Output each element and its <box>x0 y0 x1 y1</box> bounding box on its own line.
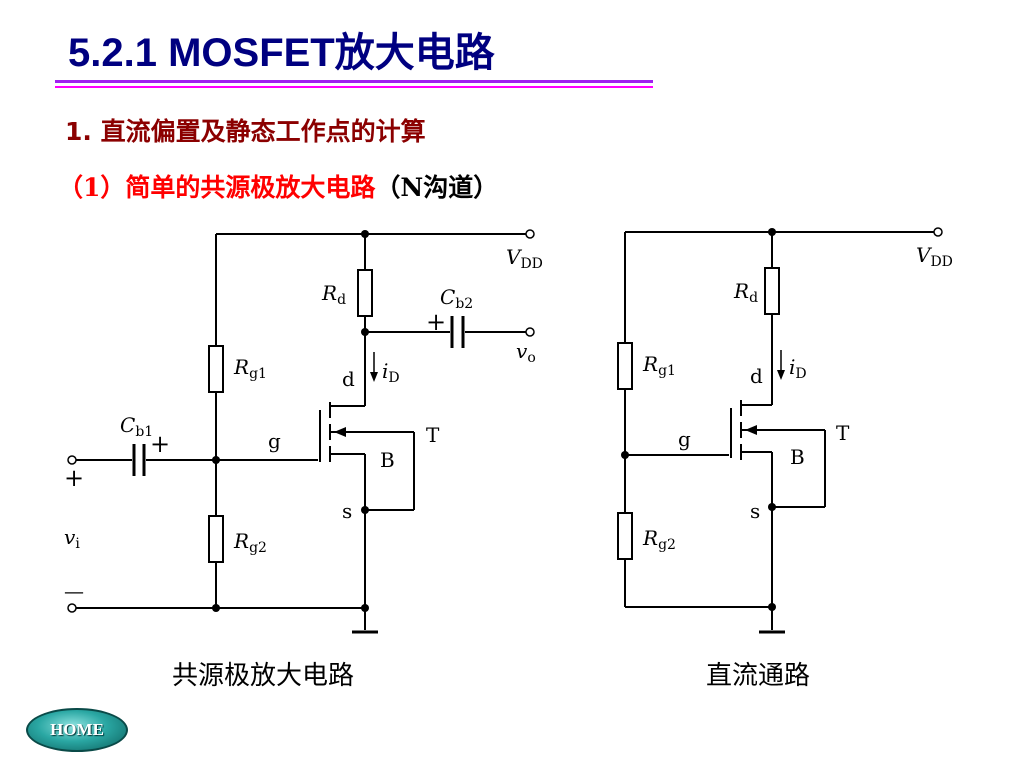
drain-label: d <box>342 367 355 391</box>
rg1-resistor <box>208 345 224 393</box>
rd-label: Rd <box>321 281 346 308</box>
title-rule-top <box>55 80 653 83</box>
body-arrow <box>334 427 346 437</box>
node-dot <box>212 604 220 612</box>
rd-label: Rd <box>733 279 758 306</box>
node-dot <box>768 503 776 511</box>
section-heading: 1. 直流偏置及静态工作点的计算 <box>65 117 426 146</box>
vdd-label: VDD <box>916 243 953 270</box>
vdd-terminal <box>525 229 535 239</box>
home-button[interactable]: HOME <box>26 708 128 752</box>
vi-plus-terminal <box>67 455 77 465</box>
dc-path-circuit <box>624 231 934 630</box>
cb1-label: Cb1 <box>120 413 153 440</box>
common-source-caption: 共源极放大电路 <box>172 661 355 691</box>
node-dot <box>361 604 369 612</box>
rg1-label: Rg1 <box>233 355 267 382</box>
vi-plus-label: + <box>64 464 84 492</box>
subsection-channel: （N沟道） <box>375 173 499 202</box>
node-dot <box>768 603 776 611</box>
dc-path-labels: VDD Rd Rg1 iD d g T B s Rg2 <box>642 243 953 553</box>
source-label: s <box>750 499 760 523</box>
node-dot <box>212 456 220 464</box>
vo-label: vo <box>516 339 536 366</box>
rd-resistor <box>764 267 780 315</box>
cb2-plus-sign: + <box>426 308 446 336</box>
cb1-plus-sign: + <box>150 430 170 458</box>
rg2-resistor <box>617 512 633 560</box>
cb2-label: Cb2 <box>440 285 473 312</box>
rg1-resistor <box>617 342 633 390</box>
title-rule-bottom <box>55 86 653 88</box>
body-arrow <box>745 425 757 435</box>
home-button-label: HOME <box>50 720 104 739</box>
rg2-resistor <box>208 515 224 563</box>
rd-resistor <box>357 269 373 317</box>
gate-label: g <box>678 427 691 451</box>
common-source-amplifier-parts <box>67 229 535 634</box>
id-arrow-head <box>370 372 378 382</box>
gate-label: g <box>268 429 281 453</box>
vi-minus-label: — <box>64 579 84 603</box>
id-arrow-head <box>777 370 785 380</box>
source-label: s <box>342 499 352 523</box>
body-label: B <box>380 448 395 472</box>
node-dot <box>768 228 776 236</box>
vdd-terminal <box>933 227 943 237</box>
subsection-title: （1）简单的共源极放大电路 <box>58 173 376 202</box>
dc-path-caption: 直流通路 <box>706 661 811 691</box>
vi-label: vi <box>64 525 80 552</box>
rg2-label: Rg2 <box>233 529 267 556</box>
common-source-amplifier-labels: VDD Rd Cb2 + vo iD d Rg1 Cb1 + g T B + s… <box>64 245 543 603</box>
vi-minus-terminal <box>67 603 77 613</box>
node-dot <box>621 451 629 459</box>
slide-title: 5.2.1 MOSFET放大电路 <box>68 31 495 75</box>
subsection-heading: （1）简单的共源极放大电路（N沟道） <box>58 168 498 204</box>
node-dot <box>361 506 369 514</box>
drain-label: d <box>750 364 763 388</box>
id-label: iD <box>382 359 400 386</box>
vo-terminal <box>525 327 535 337</box>
rg1-label: Rg1 <box>642 352 676 379</box>
transistor-label: T <box>426 423 440 447</box>
node-dot <box>361 328 369 336</box>
dc-path-parts <box>617 227 943 634</box>
vdd-label: VDD <box>506 245 543 272</box>
transistor-label: T <box>836 421 850 445</box>
id-label: iD <box>789 355 807 382</box>
rg2-label: Rg2 <box>642 526 676 553</box>
node-dot <box>361 230 369 238</box>
body-label: B <box>790 445 805 469</box>
